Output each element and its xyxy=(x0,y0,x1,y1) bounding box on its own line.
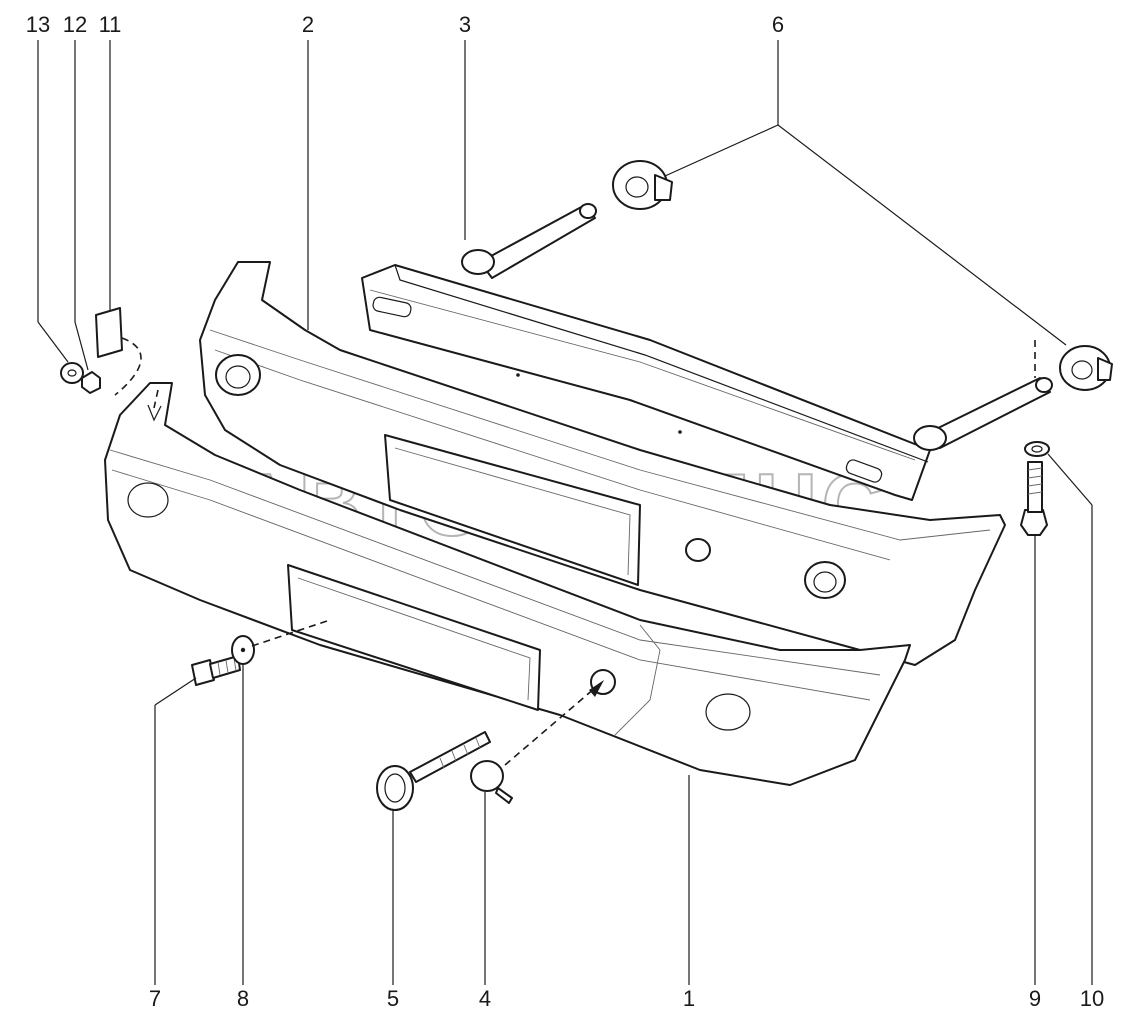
washer-10 xyxy=(1024,441,1050,457)
leader-lines xyxy=(37,40,1093,985)
callout-8: 8 xyxy=(237,986,249,1011)
washer-13 xyxy=(60,362,84,384)
callout-9: 9 xyxy=(1029,986,1041,1011)
assembly-path-4 xyxy=(504,687,596,766)
bolt-7 xyxy=(191,655,241,686)
assembly-path-11 xyxy=(114,337,142,396)
callout-4: 4 xyxy=(479,986,491,1011)
callout-13: 13 xyxy=(26,12,50,37)
callout-6: 6 xyxy=(772,12,784,37)
plug-4 xyxy=(470,760,513,804)
bumper-lower xyxy=(104,382,911,786)
bushing-right xyxy=(1059,345,1113,391)
callout-7: 7 xyxy=(149,986,161,1011)
bumper-reinforcement-beam xyxy=(361,203,1053,501)
plate-11 xyxy=(95,307,123,358)
callout-1: 1 xyxy=(683,986,695,1011)
washer-8 xyxy=(231,635,255,665)
assembly-path-1 xyxy=(153,389,159,409)
nut-12 xyxy=(81,371,101,394)
bolt-9 xyxy=(1020,461,1048,536)
callout-10: 10 xyxy=(1080,986,1104,1011)
tow-eye-5 xyxy=(376,731,491,811)
bushing-left xyxy=(612,160,673,210)
callout-5: 5 xyxy=(387,986,399,1011)
callout-12: 12 xyxy=(63,12,87,37)
callout-2: 2 xyxy=(302,12,314,37)
callout-3: 3 xyxy=(459,12,471,37)
callout-11: 11 xyxy=(99,12,122,37)
assembly-path-8 xyxy=(251,619,331,647)
bumper-upper xyxy=(199,261,1006,666)
